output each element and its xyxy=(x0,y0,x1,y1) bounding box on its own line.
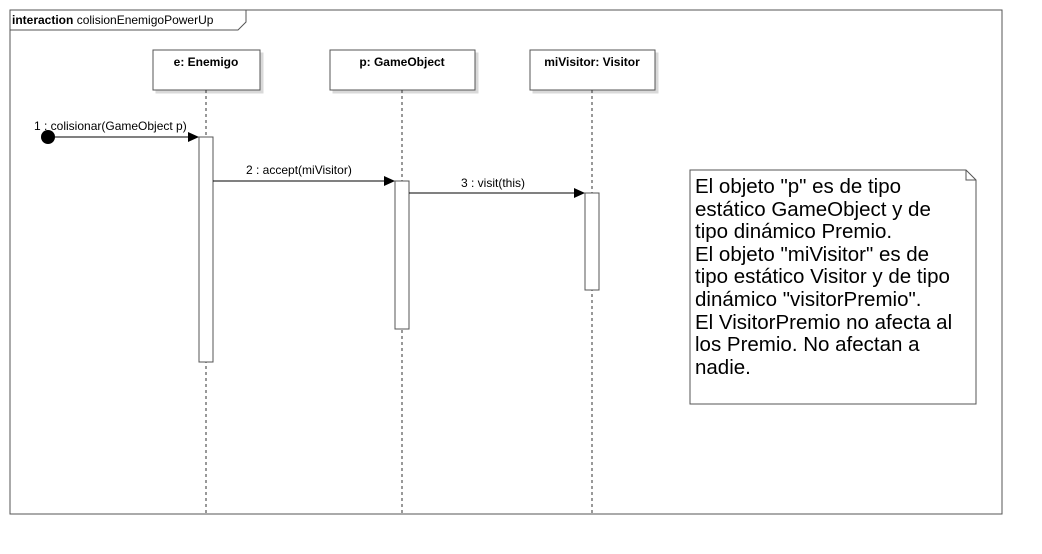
note-dog-ear xyxy=(965,170,976,181)
frame-tab xyxy=(10,10,247,31)
lifeline-enemigo: e: Enemigo xyxy=(152,49,261,514)
note-line: dinámico "visitorPremio". xyxy=(695,287,922,311)
lifeline-label-gameobject: p: GameObject xyxy=(359,55,444,69)
note-line: nadie. xyxy=(695,355,751,379)
note-line: tipo dinámico Premio. xyxy=(695,220,893,244)
lifeline-head-visitor xyxy=(529,49,656,91)
note-line: El objeto "miVisitor" es de xyxy=(695,242,930,266)
message-label-3: 3 : visit(this) xyxy=(461,176,525,190)
lifeline-label-visitor: miVisitor: Visitor xyxy=(544,55,640,69)
activation-bar-visitor xyxy=(584,192,600,291)
lifeline-gameobject: p: GameObject xyxy=(329,49,476,514)
lifeline-label-enemigo: e: Enemigo xyxy=(174,55,239,69)
message-label-1: 1 : colisionar(GameObject p) xyxy=(34,119,187,133)
note-line: El objeto "p" es de tipo xyxy=(695,175,902,198)
note xyxy=(689,169,977,405)
note-line: los Premio. No afectan a xyxy=(695,333,920,357)
arrowhead-2 xyxy=(384,176,395,186)
activation-bar-enemigo xyxy=(198,136,214,363)
activation-bar-gameobject xyxy=(394,180,410,330)
message-colisionar: 1 : colisionar(GameObject p) xyxy=(34,119,199,144)
note-line: El VisitorPremio no afecta al xyxy=(695,310,953,334)
note-box xyxy=(689,169,977,405)
note-line: tipo estático Visitor y de tipo xyxy=(695,265,950,289)
frame-title: interaction colisionEnemigoPowerUp xyxy=(12,13,214,27)
message-label-2: 2 : accept(miVisitor) xyxy=(246,163,352,177)
lifeline-head-enemigo xyxy=(152,49,261,91)
note-text: El objeto "p" es de tipo estático GameOb… xyxy=(695,175,977,379)
lifeline-head-gameobject xyxy=(329,49,476,91)
arrowhead-3 xyxy=(574,188,585,198)
arrowhead-1 xyxy=(188,132,199,142)
lifeline-visitor: miVisitor: Visitor xyxy=(529,49,656,514)
note-line: estático GameObject y de xyxy=(695,197,931,221)
message-accept: 2 : accept(miVisitor) xyxy=(213,163,395,186)
message-visit: 3 : visit(this) xyxy=(409,176,585,198)
